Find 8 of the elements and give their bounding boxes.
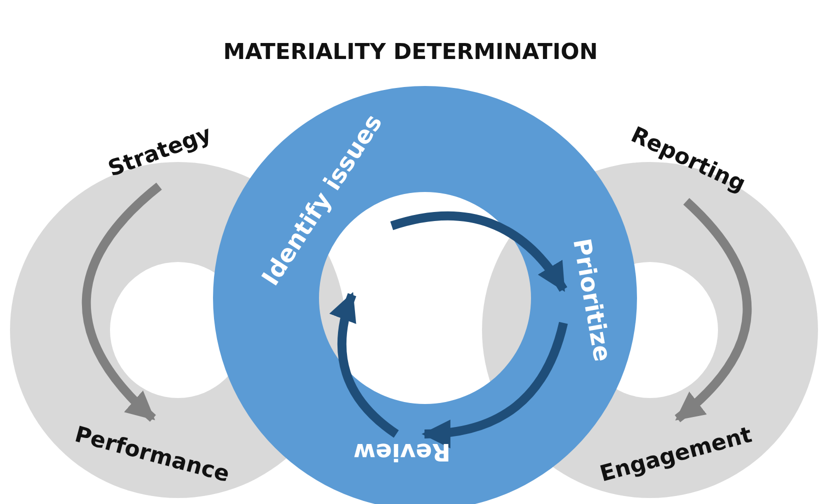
curved-arrow: [674, 198, 752, 422]
curved-arrow: [330, 292, 399, 438]
curved-arrow: [390, 212, 568, 292]
curved-arrow: [82, 182, 162, 422]
curved-arrow: [422, 322, 568, 448]
title: MATERIALITY DETERMINATION: [222, 40, 599, 65]
step-label: Review: [353, 438, 451, 466]
step-label: Prioritize: [567, 236, 617, 364]
